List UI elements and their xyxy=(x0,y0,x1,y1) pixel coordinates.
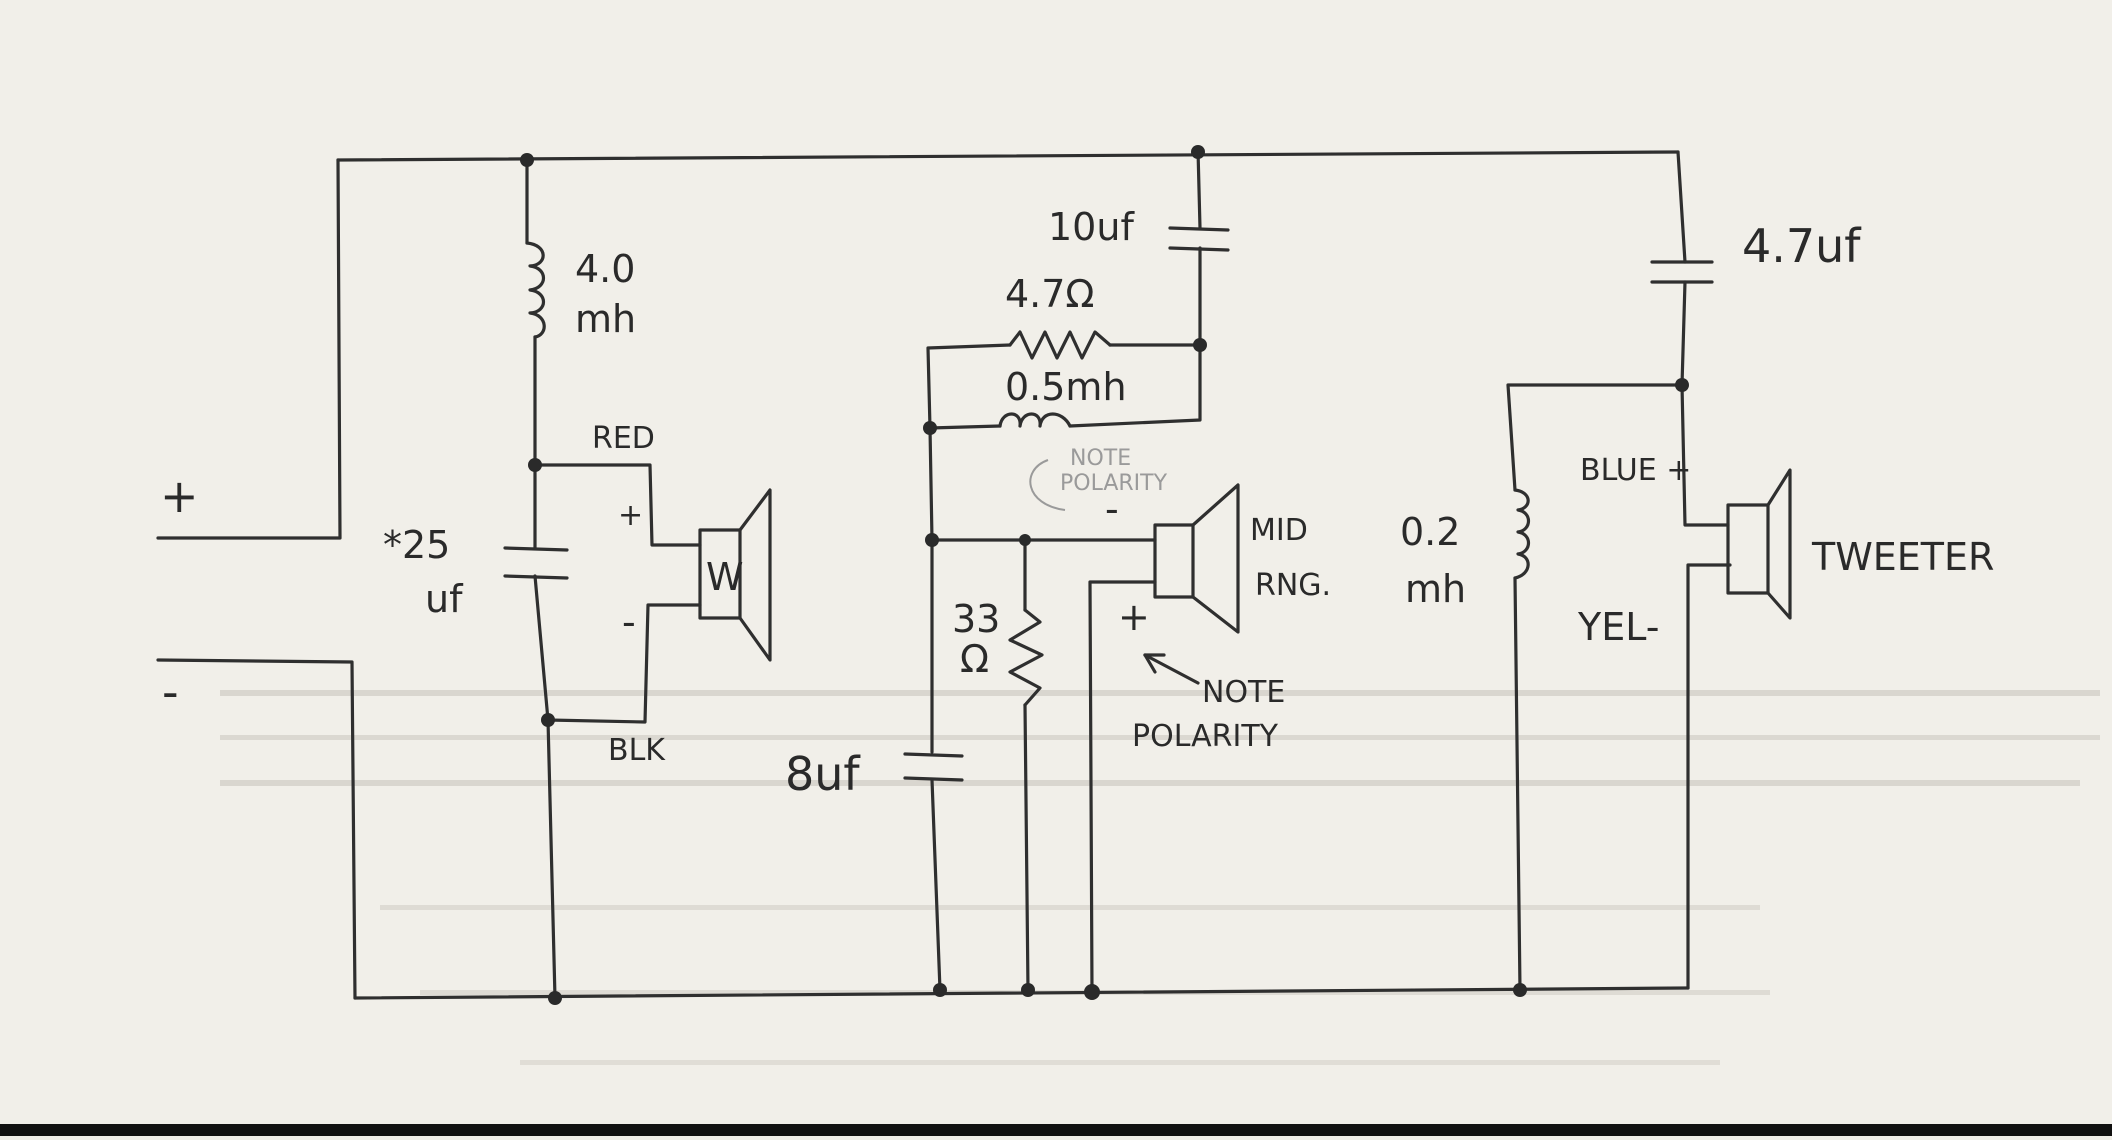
midrange-speaker-icon xyxy=(1153,483,1240,634)
woofer-letter: W xyxy=(706,555,744,599)
note-faint-label: NOTE xyxy=(1070,446,1131,471)
mid-cap-10uf-label: 10uf xyxy=(1048,205,1135,249)
tweeter-inductor xyxy=(1513,488,1531,580)
mid-cap-10uf xyxy=(1168,226,1230,252)
woofer-speaker-icon xyxy=(698,488,772,662)
tweeter-label: TWEETER xyxy=(1811,535,1994,579)
tweeter-blue-label: BLUE + xyxy=(1580,453,1691,488)
tweeter-cap-label: 4.7uf xyxy=(1742,219,1862,273)
polarity-arrow xyxy=(1143,653,1200,685)
woofer-blk-label: BLK xyxy=(608,733,666,768)
polarity-faint-label: POLARITY xyxy=(1060,471,1168,496)
woofer-minus-sign: - xyxy=(622,600,636,644)
woofer-cap-unit: uf xyxy=(425,577,464,621)
woofer-plus-sign: + xyxy=(618,498,643,533)
tweeter-capacitor xyxy=(1650,260,1714,284)
mid-minus-sign: - xyxy=(1105,487,1119,531)
polarity-label: POLARITY xyxy=(1132,719,1279,754)
woofer-cap-value: *25 xyxy=(383,523,450,567)
mid-inductor-0-5 xyxy=(998,412,1072,428)
mid-resistor-33-unit: Ω xyxy=(960,637,989,681)
woofer-red-label: RED xyxy=(592,421,655,456)
mid-cap-8uf xyxy=(903,752,964,782)
wires xyxy=(156,148,1732,1000)
note-label: NOTE xyxy=(1202,675,1285,710)
tweeter-yel-label: YEL- xyxy=(1577,605,1659,649)
woofer-inductor-value: 4.0 xyxy=(575,247,635,291)
input-plus-label: + xyxy=(160,469,199,523)
tweeter-inductor-value: 0.2 xyxy=(1400,510,1460,554)
mid-resistor-33 xyxy=(1008,608,1044,707)
mid-cap-8uf-label: 8uf xyxy=(785,747,861,801)
scan-bottom-edge xyxy=(0,1124,2112,1136)
mid-resistor-4-7-label: 4.7Ω xyxy=(1005,272,1094,316)
tweeter-speaker-icon xyxy=(1726,468,1792,620)
tweeter-inductor-unit: mh xyxy=(1405,567,1466,611)
woofer-capacitor xyxy=(503,546,569,580)
woofer-inductor xyxy=(525,241,546,339)
input-minus-label: - xyxy=(162,665,179,719)
mid-plus-sign: + xyxy=(1118,595,1150,639)
mid-inductor-label: 0.5mh xyxy=(1005,365,1127,409)
polarity-arrow-faint xyxy=(1029,459,1066,511)
mid-resistor-33-value: 33 xyxy=(952,597,1000,641)
mid-label-line2: RNG. xyxy=(1255,568,1331,603)
junction-dots xyxy=(520,145,1689,1005)
mid-label-line1: MID xyxy=(1250,513,1308,548)
woofer-inductor-unit: mh xyxy=(575,297,636,341)
mid-resistor-4-7 xyxy=(1008,330,1112,360)
